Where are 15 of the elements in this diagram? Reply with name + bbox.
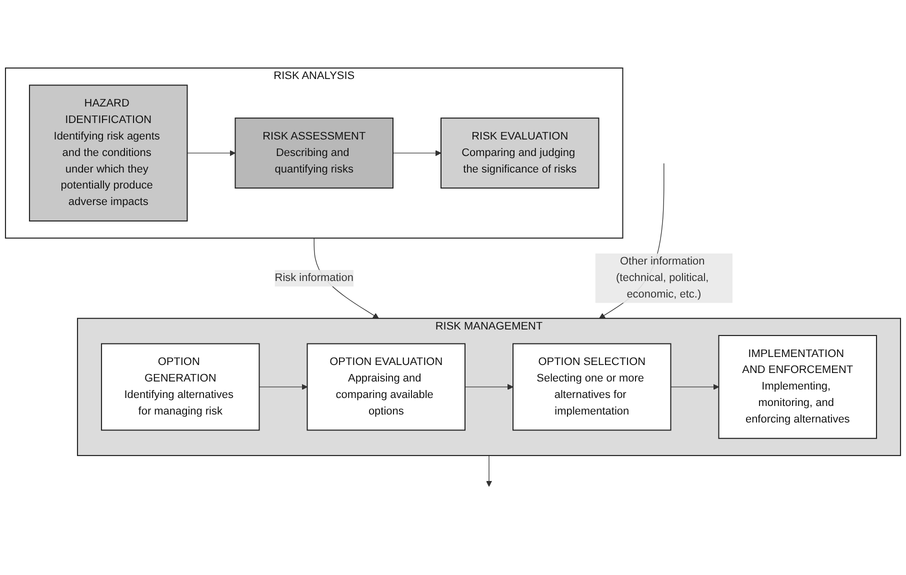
arrow [486, 455, 492, 487]
node-box: OPTION SELECTION Selecting one or more alternatives for implementation [512, 343, 672, 431]
arrow [392, 150, 442, 156]
node-box: RISK ASSESSMENT Describing and quantifying risks [234, 118, 394, 189]
edge-label: Risk information [274, 272, 354, 284]
arrow [258, 384, 308, 390]
arrow [186, 150, 236, 156]
edge-label: Other information (technical, political, economic, etc.) [616, 256, 709, 300]
arrow [670, 384, 720, 390]
node-box: HAZARD IDENTIFICATION Identifying risk agents and the conditions under which they potentially produce adverse impacts [28, 84, 188, 222]
node-box: OPTION GENERATION Identifying alternatives for managing risk [101, 343, 260, 431]
node-box: IMPLEMENTATION AND ENFORCEMENT Implementing, monitoring, and enforcing alternatives [718, 335, 878, 439]
arrow [464, 384, 514, 390]
node-box: OPTION EVALUATION Appraising and comparing available options [306, 343, 466, 431]
node-box: RISK EVALUATION Comparing and judging the significance of risks [440, 118, 600, 189]
